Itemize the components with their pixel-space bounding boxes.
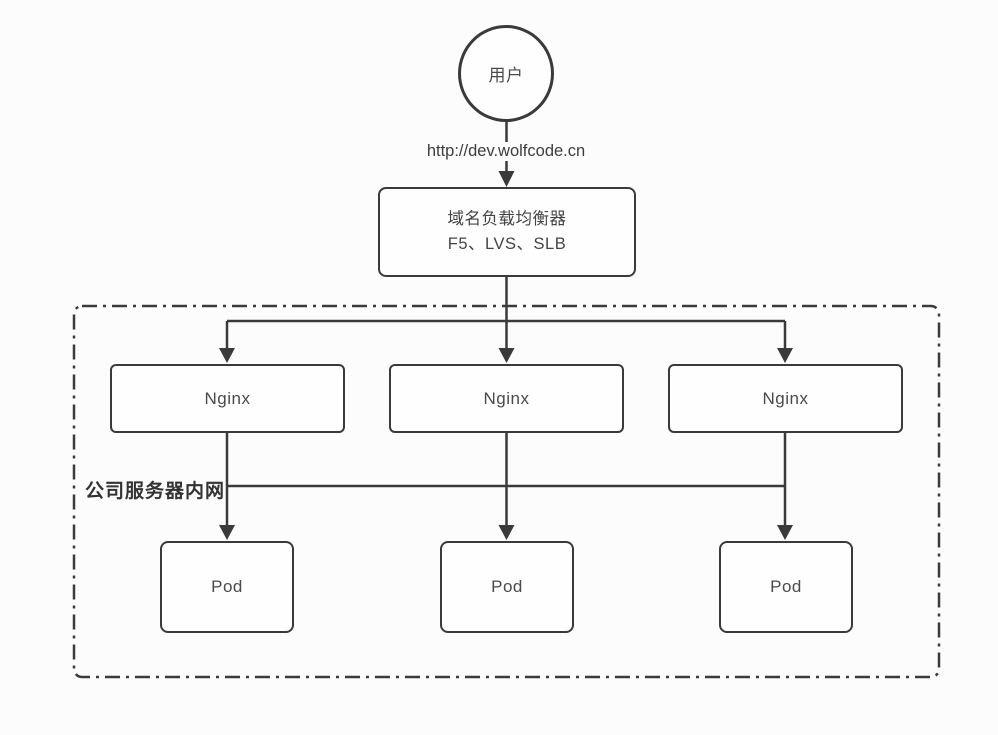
request-url-label: http://dev.wolfcode.cn	[421, 142, 591, 161]
arrowhead-to-nginx2	[498, 348, 515, 363]
nginx-node-2-label: Nginx	[483, 388, 530, 408]
pod-node-2-label: Pod	[491, 577, 523, 596]
load-balancer-node: 域名负载均衡器 F5、LVS、SLB	[378, 187, 636, 277]
pod-node-1-label: Pod	[211, 577, 243, 596]
nginx-node-3-label: Nginx	[762, 388, 809, 408]
arrowhead-to-pod1	[219, 525, 235, 540]
pod-node-1: Pod	[160, 541, 294, 633]
arrowhead-to-nginx1	[219, 348, 235, 363]
user-node-label: 用户	[488, 66, 524, 85]
nginx-node-1: Nginx	[110, 364, 345, 433]
load-balancer-subtitle: F5、LVS、SLB	[447, 235, 567, 253]
arrowhead-to-pod2	[498, 525, 515, 540]
nginx-node-1-label: Nginx	[204, 388, 251, 408]
arrowhead-to-pod3	[777, 525, 793, 540]
intranet-boundary-label: 公司服务器内网	[85, 481, 226, 502]
arrowhead-to-lb	[498, 171, 515, 187]
arrowhead-to-nginx3	[777, 348, 793, 363]
nginx-node-3: Nginx	[668, 364, 903, 433]
nginx-node-2: Nginx	[389, 364, 624, 433]
pod-node-3-label: Pod	[770, 577, 802, 596]
pod-node-3: Pod	[719, 541, 853, 633]
user-node: 用户	[458, 25, 554, 122]
load-balancer-title: 域名负载均衡器	[447, 210, 567, 229]
pod-node-2: Pod	[440, 541, 574, 633]
